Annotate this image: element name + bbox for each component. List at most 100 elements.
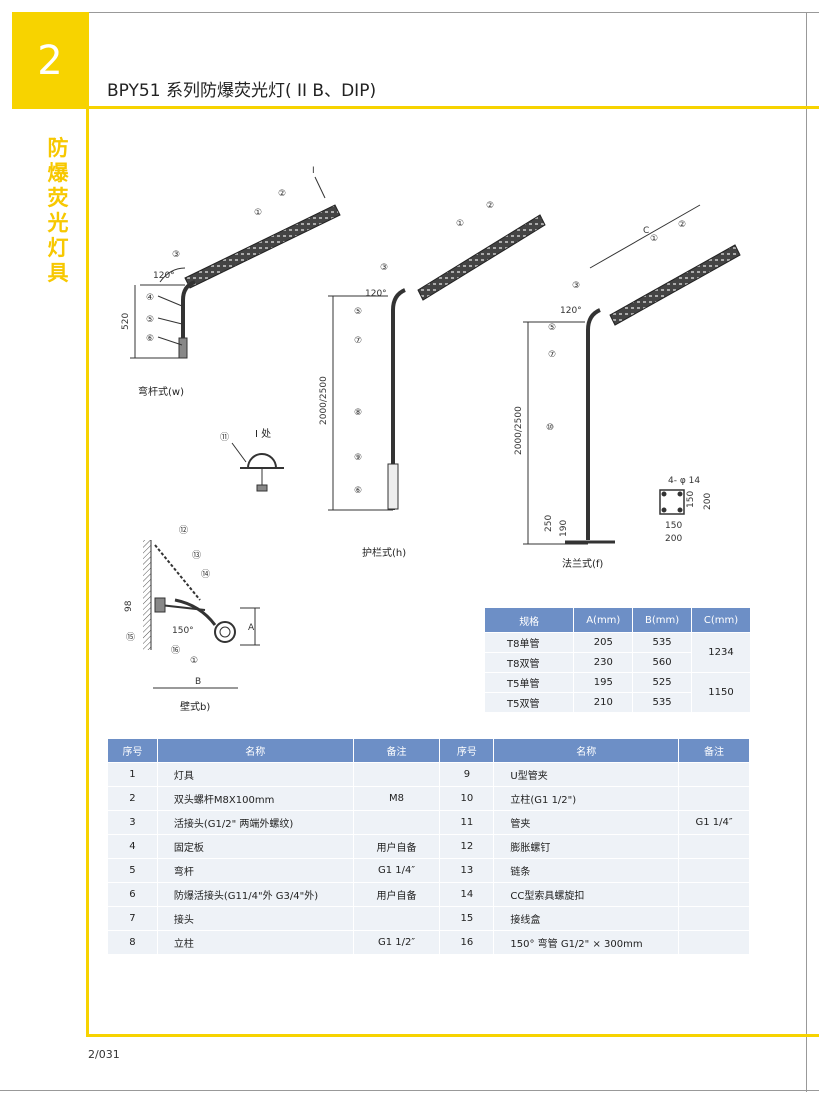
part-note: G1 1/2″ [352, 930, 441, 955]
side-title: 防 爆 荧 光 灯 具 [46, 136, 70, 286]
part-no: 13 [439, 858, 495, 883]
part-no: 6 [107, 882, 158, 907]
callout-1: ① [190, 656, 198, 666]
callout-11: ⑪ [220, 432, 229, 443]
callout-12: ⑫ [179, 525, 188, 536]
page-number: 2/031 [88, 1048, 120, 1061]
callout-6: ⑥ [354, 486, 362, 496]
caption-bent-pole: 弯杆式(w) [138, 385, 184, 398]
callout-3: ③ [572, 281, 580, 291]
dim-150-v: 150 [686, 491, 696, 508]
part-name: 活接头(G1/2" 两端外螺纹) [156, 810, 354, 835]
callout-15: ⑮ [126, 632, 135, 643]
dim-a: A [248, 623, 255, 633]
figure-bent-pole: 520 120° I ② ① ③ ④ ⑤ ⑥ 弯杆式(w) [121, 166, 341, 398]
callout-10: ⑩ [546, 423, 554, 433]
side-title-char: 防 [47, 136, 69, 160]
callout-2: ② [278, 189, 286, 199]
parts-header-row: 序号 名称 备注 序号 名称 备注 [107, 738, 750, 763]
spec-cell: 195 [573, 672, 634, 693]
figure-wall: A B 98 150° ⑫ ⑬ ⑭ ⑮ ⑯ ① 壁式b) [124, 525, 260, 713]
callout-3: ③ [380, 263, 388, 273]
dim-98: 98 [124, 600, 134, 612]
dim-c: C [643, 226, 649, 236]
part-no: 4 [107, 834, 158, 859]
dim-200-h: 200 [665, 534, 682, 544]
spec-cell: T8单管 [483, 632, 575, 653]
part-no: 15 [439, 906, 495, 931]
side-title-char: 具 [47, 261, 69, 285]
side-title-char: 灯 [47, 236, 69, 260]
part-no: 8 [107, 930, 158, 955]
dim-200-v: 200 [703, 493, 713, 510]
parts-header: 序号 [439, 738, 495, 763]
part-note: G1 1/4″ [352, 858, 441, 883]
callout-5: ⑤ [146, 315, 154, 325]
spec-cell: T5单管 [483, 672, 575, 693]
part-name: 灯具 [156, 762, 354, 787]
part-name: 防爆活接头(G11/4"外 G3/4"外) [156, 882, 354, 907]
part-note: M8 [352, 786, 441, 811]
side-title-char: 荧 [47, 186, 69, 210]
callout-1: ① [254, 208, 262, 218]
hole-label: 4- φ 14 [668, 476, 700, 486]
dim-b: B [195, 677, 201, 687]
callout-9: ⑨ [354, 453, 362, 463]
part-name: U型管夹 [493, 762, 680, 787]
angle-label: 120° [365, 289, 387, 299]
spec-cell: T5双管 [483, 692, 575, 713]
figure-guardrail: 2000/2500 120° ② ① ③ ⑤ ⑦ ⑧ ⑨ ⑥ 护栏式(h) [319, 201, 546, 559]
side-title-char: 光 [47, 211, 69, 235]
spec-row: T5单管 195 525 1150 [483, 672, 752, 713]
spec-header: C(mm) [690, 607, 752, 633]
dim-250: 250 [544, 515, 554, 532]
dim-190: 190 [559, 520, 569, 537]
part-no: 12 [439, 834, 495, 859]
part-note [352, 762, 441, 787]
angle-label: 120° [153, 271, 175, 281]
chapter-number-badge: 2 [12, 12, 88, 109]
callout-16: ⑯ [171, 645, 180, 656]
dim-520: 520 [121, 313, 131, 330]
callout-2: ② [678, 220, 686, 230]
part-note [678, 834, 750, 859]
frame-right-line [806, 12, 807, 1092]
callout-5: ⑤ [354, 307, 362, 317]
spec-cell: 525 [632, 672, 692, 693]
parts-header: 名称 [493, 738, 680, 763]
part-name: CC型索具螺旋扣 [493, 882, 680, 907]
part-note [352, 906, 441, 931]
part-no: 1 [107, 762, 158, 787]
technical-drawings: 520 120° I ② ① ③ ④ ⑤ ⑥ 弯杆式(w) I 处 ⑪ [121, 166, 741, 713]
part-name: 立柱(G1 1/2") [493, 786, 680, 811]
figure-detail-i: I 处 ⑪ [220, 428, 284, 492]
dim-flange: 2000/2500 [514, 406, 524, 455]
part-no: 14 [439, 882, 495, 907]
yellow-vertical-rule [86, 12, 89, 1037]
part-note [678, 786, 750, 811]
part-name: 链条 [493, 858, 680, 883]
part-name: 双头螺杆M8X100mm [156, 786, 354, 811]
part-name: 立柱 [156, 930, 354, 955]
spec-cell: T8双管 [483, 652, 575, 673]
caption-wall: 壁式b) [180, 700, 210, 713]
spec-cell: 535 [632, 692, 692, 713]
dim-guardrail: 2000/2500 [319, 376, 329, 425]
frame-bottom-line [0, 1090, 819, 1091]
spec-header-row: 规格 A(mm) B(mm) C(mm) [483, 607, 752, 633]
callout-5: ⑤ [548, 323, 556, 333]
detail-ref-label: I [312, 166, 315, 176]
page-title: BPY51 系列防爆荧光灯( II B、DIP) [107, 81, 377, 101]
spec-cell: 560 [632, 652, 692, 673]
parts-header: 序号 [107, 738, 158, 763]
callout-2: ② [486, 201, 494, 211]
part-note [352, 810, 441, 835]
callout-6: ⑥ [146, 334, 154, 344]
part-name: 150° 弯管 G1/2" × 300mm [493, 930, 680, 955]
part-no: 2 [107, 786, 158, 811]
